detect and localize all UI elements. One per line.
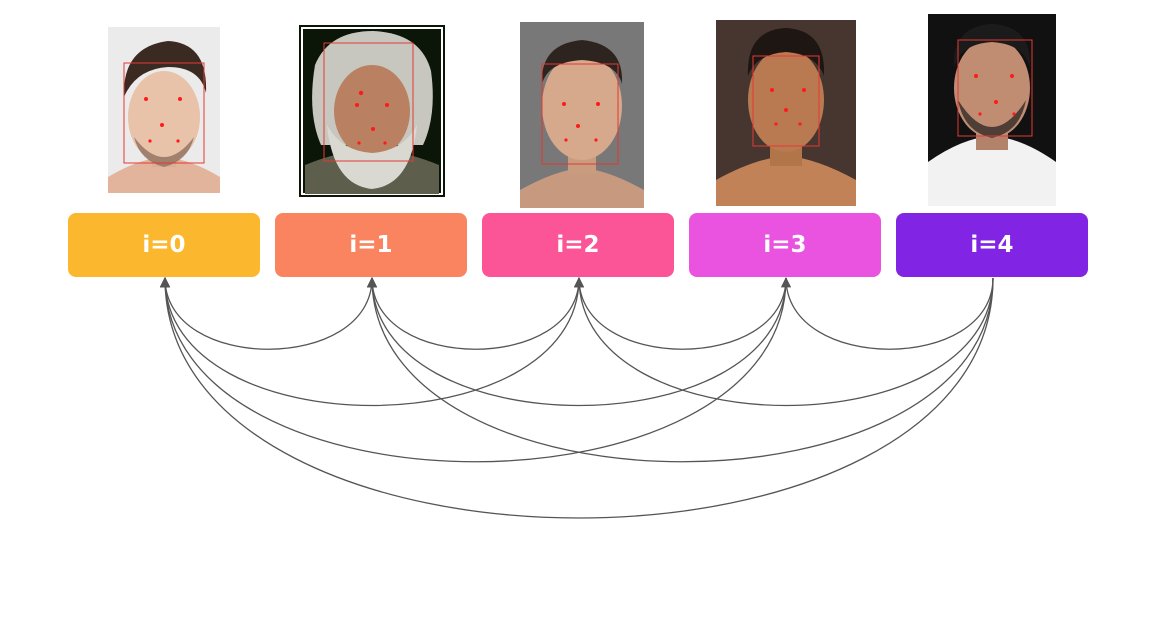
- link-arc-3-0: [159, 276, 787, 463]
- link-arc-2-1: [366, 276, 580, 350]
- link-arc-3-2: [573, 276, 787, 350]
- face-photo-2: [520, 22, 644, 208]
- face-photo-3: [716, 20, 856, 206]
- index-box-1: i=1: [275, 213, 467, 277]
- face-image-2: [520, 22, 644, 208]
- index-box-3: i=3: [689, 213, 881, 277]
- index-label-0: i=0: [142, 232, 186, 258]
- index-label-4: i=4: [970, 232, 1014, 258]
- index-label-3: i=3: [763, 232, 807, 258]
- link-arc-1-0: [159, 276, 373, 350]
- face-photo-4: [928, 14, 1056, 206]
- face-image-4: [928, 14, 1056, 206]
- index-label-1: i=1: [349, 232, 393, 258]
- link-arc-2-0: [159, 276, 580, 407]
- face-image-0: [108, 27, 220, 193]
- face-image-1: [299, 25, 445, 197]
- face-photo-0: [108, 27, 220, 193]
- face-image-3: [716, 20, 856, 206]
- index-label-2: i=2: [556, 232, 600, 258]
- index-box-4: i=4: [896, 213, 1088, 277]
- index-box-0: i=0: [68, 213, 260, 277]
- face-photo-1: [299, 25, 445, 197]
- link-arc-4-0: [159, 276, 994, 519]
- link-arc-4-2: [573, 276, 994, 407]
- link-arc-4-1: [366, 276, 994, 463]
- index-box-2: i=2: [482, 213, 674, 277]
- link-arc-3-1: [366, 276, 787, 407]
- link-arc-4-3: [780, 276, 994, 350]
